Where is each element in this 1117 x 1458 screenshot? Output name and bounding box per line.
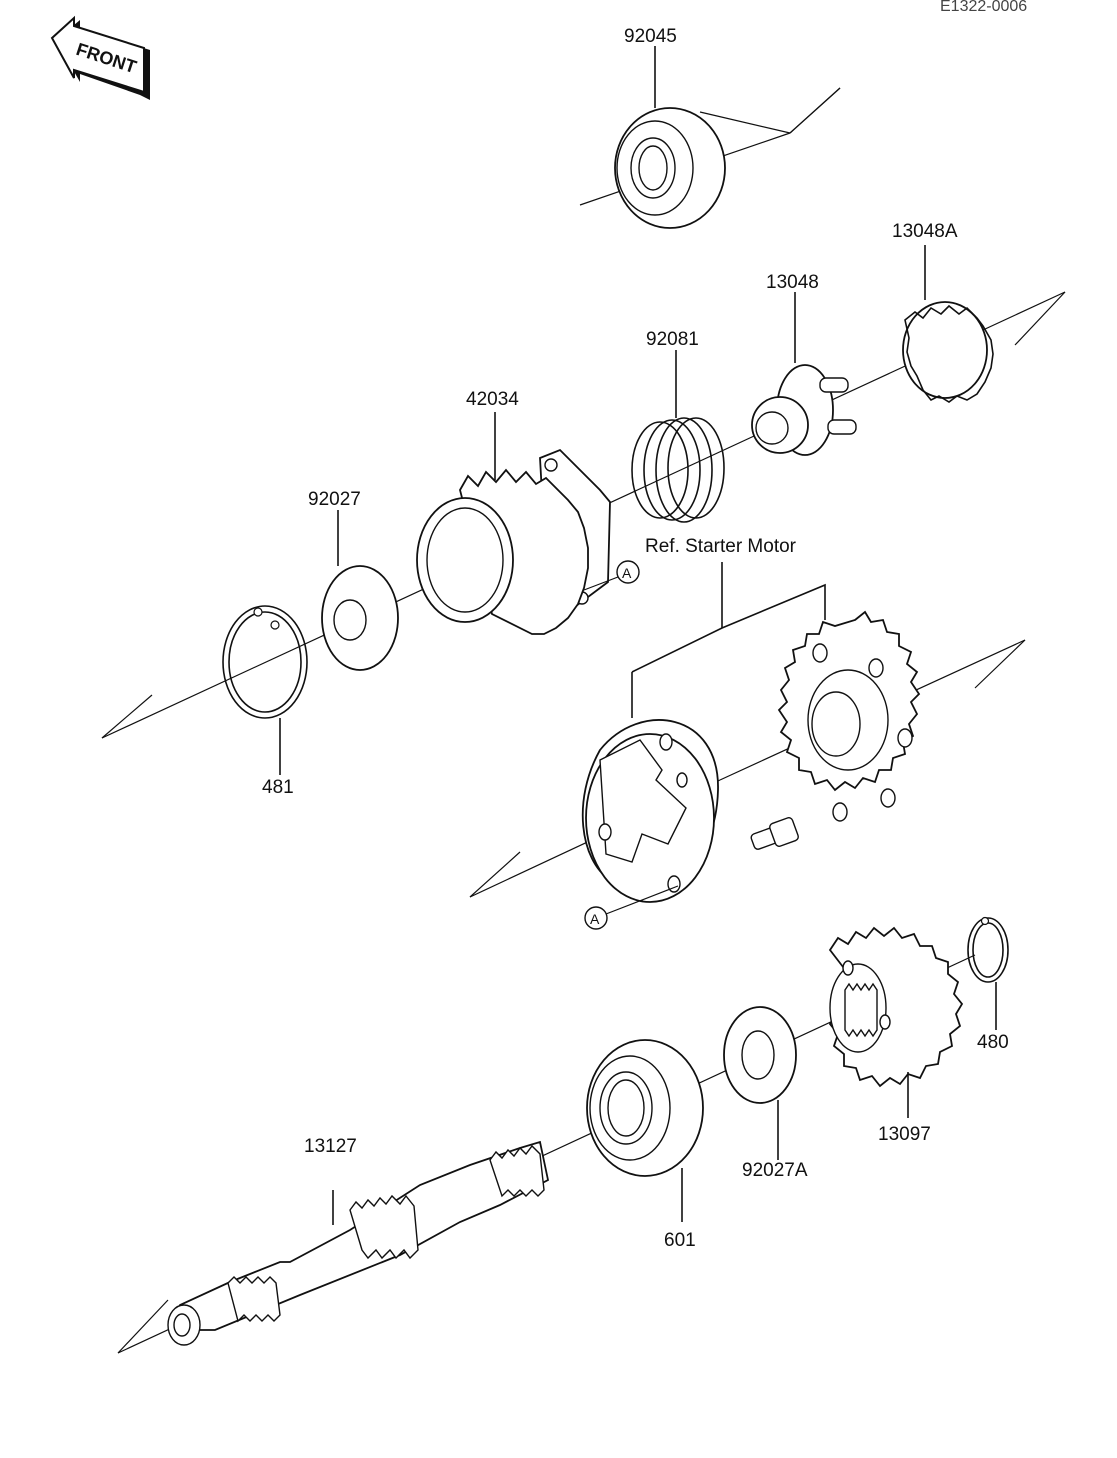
document-code: E1322-0006 xyxy=(940,0,1027,15)
gear-13097 xyxy=(828,926,964,1118)
callout-92027A: 92027A xyxy=(742,1160,808,1181)
callout-601: 601 xyxy=(664,1230,696,1251)
callout-481: 481 xyxy=(262,777,294,798)
bolt xyxy=(750,817,799,850)
callout-42034: 42034 xyxy=(466,389,519,410)
circlip-481 xyxy=(222,605,308,775)
upper-axis-arrow-left xyxy=(101,694,153,739)
callout-13097: 13097 xyxy=(878,1124,931,1145)
ref-starter-motor-bracket xyxy=(631,562,826,718)
washer-92027 xyxy=(321,510,399,671)
marker-a-upper: A xyxy=(583,560,640,591)
lower-axis-arrow-left xyxy=(117,1299,169,1354)
bearing-601 xyxy=(586,1039,704,1222)
svg-text:A: A xyxy=(590,911,600,927)
shaft-13127 xyxy=(167,1140,550,1346)
callout-13127: 13127 xyxy=(304,1136,357,1157)
hub-13048 xyxy=(751,292,857,456)
gear-13048A xyxy=(902,245,994,403)
spring-92081 xyxy=(631,350,725,523)
callout-13048: 13048 xyxy=(766,272,819,293)
callout-480: 480 xyxy=(977,1032,1009,1053)
callout-ref-starter-motor: Ref. Starter Motor xyxy=(645,536,797,557)
washer-92027A xyxy=(723,1006,797,1160)
callout-92027: 92027 xyxy=(308,489,361,510)
marker-a-lower: A xyxy=(584,885,679,930)
housing-42034 xyxy=(416,412,611,635)
svg-text:A: A xyxy=(622,565,632,581)
callout-13048A: 13048A xyxy=(892,221,958,242)
bearing-92045 xyxy=(579,46,841,229)
front-arrow-badge: FRONT xyxy=(50,15,150,100)
starter-clutch-body xyxy=(469,719,721,903)
callout-92045: 92045 xyxy=(624,26,677,47)
upper-axis-arrow-right xyxy=(1014,291,1066,346)
starter-sprocket xyxy=(719,610,1026,822)
callout-92081: 92081 xyxy=(646,329,699,350)
circlip-480 xyxy=(967,916,1009,1030)
